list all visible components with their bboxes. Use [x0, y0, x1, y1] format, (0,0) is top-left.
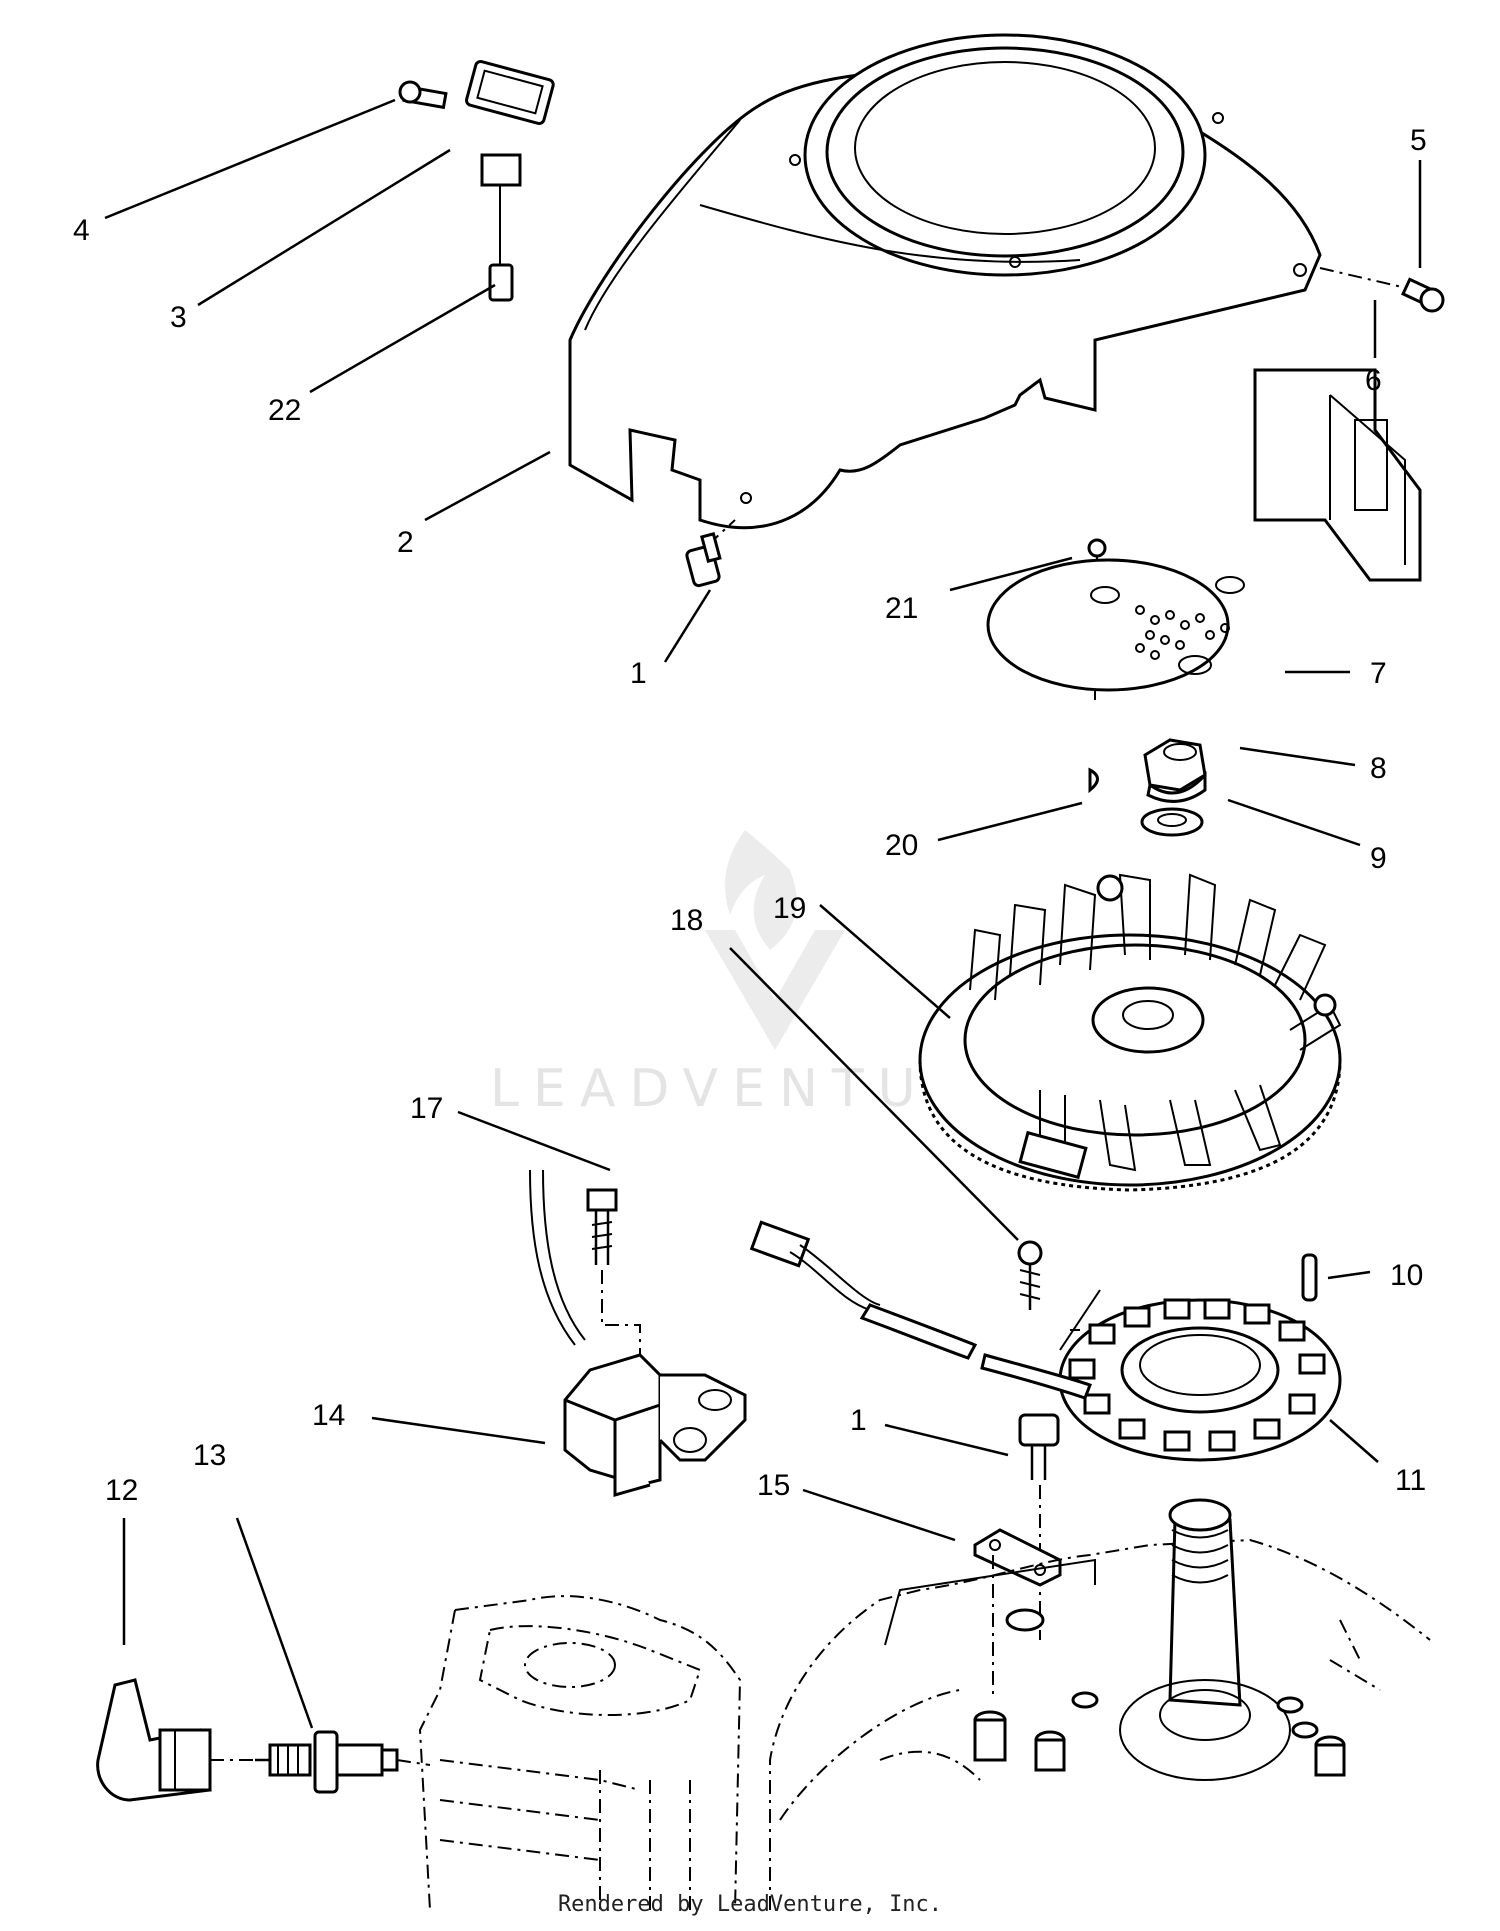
callout-12: 12: [105, 1474, 138, 1507]
blower-housing: [568, 33, 1322, 530]
screen-assembly: [986, 538, 1245, 700]
stator: [1058, 1289, 1342, 1462]
stator-wiring: [749, 1220, 1092, 1400]
callout-18: 18: [670, 904, 703, 937]
footer-credit: Rendered by LeadVenture, Inc.: [557, 1892, 943, 1917]
callout-8: 8: [1370, 752, 1387, 785]
callout-21: 21: [885, 592, 918, 625]
callout-4: 4: [73, 214, 90, 247]
bolt-1-lower: [1018, 1413, 1060, 1640]
screw-5: [1319, 267, 1445, 313]
callout-22: 22: [268, 394, 301, 427]
pin-10: [1301, 1253, 1318, 1302]
callout-2: 2: [397, 526, 414, 559]
callout-15: 15: [757, 1469, 790, 1502]
bolt-1-top: [685, 519, 736, 588]
rectifier-assembly: [398, 60, 555, 302]
nut-washer-key: [1088, 738, 1207, 837]
callout-10: 10: [1390, 1259, 1423, 1292]
ignition-module: [529, 1169, 747, 1497]
flywheel: [918, 873, 1342, 1192]
callouts: 4 3 22 2 5 6 1 21 7 8 9 20 19 18 17 10 1…: [73, 124, 1427, 1507]
callout-3: 3: [170, 301, 187, 334]
callout-13: 13: [193, 1439, 226, 1472]
cylinder-head: [418, 1595, 742, 1911]
bracket-6: [1253, 368, 1422, 582]
spark-plug: [255, 1730, 431, 1794]
callout-19: 19: [773, 892, 806, 925]
callout-17: 17: [410, 1092, 443, 1125]
callout-1: 1: [630, 657, 647, 690]
leader-lines: [104, 98, 1422, 1729]
callout-6: 6: [1365, 364, 1382, 397]
spark-plug-boot: [96, 1678, 260, 1802]
callout-9: 9: [1370, 842, 1387, 875]
plate-15: [973, 1528, 1062, 1700]
callout-20: 20: [885, 829, 918, 862]
crankcase: [769, 1498, 1431, 1910]
callout-1-lower: 1: [850, 1404, 867, 1437]
callout-11: 11: [1395, 1464, 1426, 1497]
callout-14: 14: [312, 1399, 345, 1432]
callout-5: 5: [1410, 124, 1427, 157]
screw-18: [1017, 1240, 1043, 1310]
callout-7: 7: [1370, 657, 1387, 690]
